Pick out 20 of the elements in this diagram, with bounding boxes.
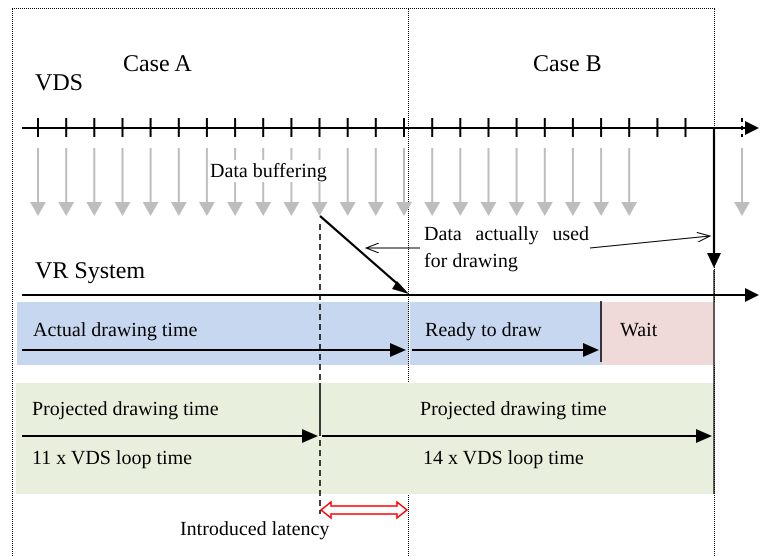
axis-label: VDS <box>35 70 84 96</box>
axis-label: VR System <box>35 258 146 284</box>
band-label: 11 x VDS loop time <box>32 447 192 469</box>
time-band <box>16 383 714 494</box>
band-label: Projected drawing time <box>420 398 607 420</box>
annotation-text: Introduced latency <box>180 518 330 540</box>
band-label: Projected drawing time <box>32 398 219 420</box>
note-text: Data actually used for drawing <box>424 222 589 274</box>
leader-arrow <box>590 232 710 248</box>
time-bar <box>17 302 409 365</box>
bar-label: Actual drawing time <box>33 319 198 341</box>
panel-title: Case A <box>123 51 192 78</box>
panel-title: Case B <box>533 51 602 78</box>
time-bar <box>602 302 715 365</box>
bar-label: Wait <box>620 319 658 341</box>
bar-label: Ready to draw <box>425 319 542 341</box>
leader-arrow <box>366 242 420 254</box>
annotation-text: Data buffering <box>208 160 329 182</box>
time-bar <box>410 302 602 365</box>
band-label: 14 x VDS loop time <box>423 447 584 469</box>
